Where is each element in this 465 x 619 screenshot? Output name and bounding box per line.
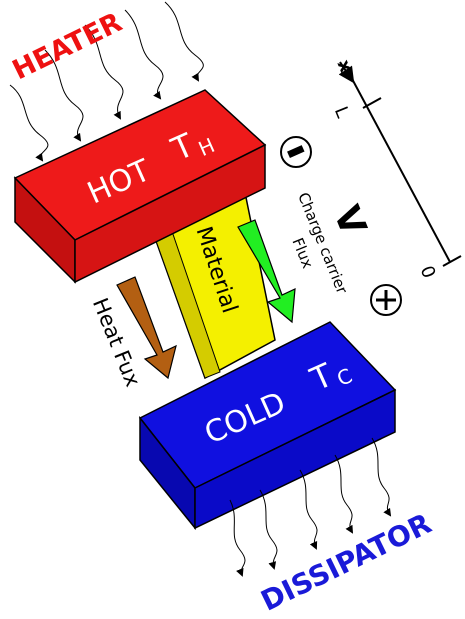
heat-output-arrows [229,437,392,577]
heat-flux-arrow [116,276,177,380]
minus-terminal [280,136,312,168]
axis-x-label: x [333,57,357,76]
axis-0-label: 0 [416,263,440,281]
cold-block [138,321,397,531]
plus-terminal [370,284,402,316]
heat-input-arrows [9,1,204,162]
axis-L-label: L [330,104,353,121]
hot-block [13,89,267,284]
dissipator-label: DISSIPATOR [256,507,437,618]
voltage-label: V [325,200,374,241]
charge-flux-arrow [237,219,296,324]
position-axis [338,61,462,267]
